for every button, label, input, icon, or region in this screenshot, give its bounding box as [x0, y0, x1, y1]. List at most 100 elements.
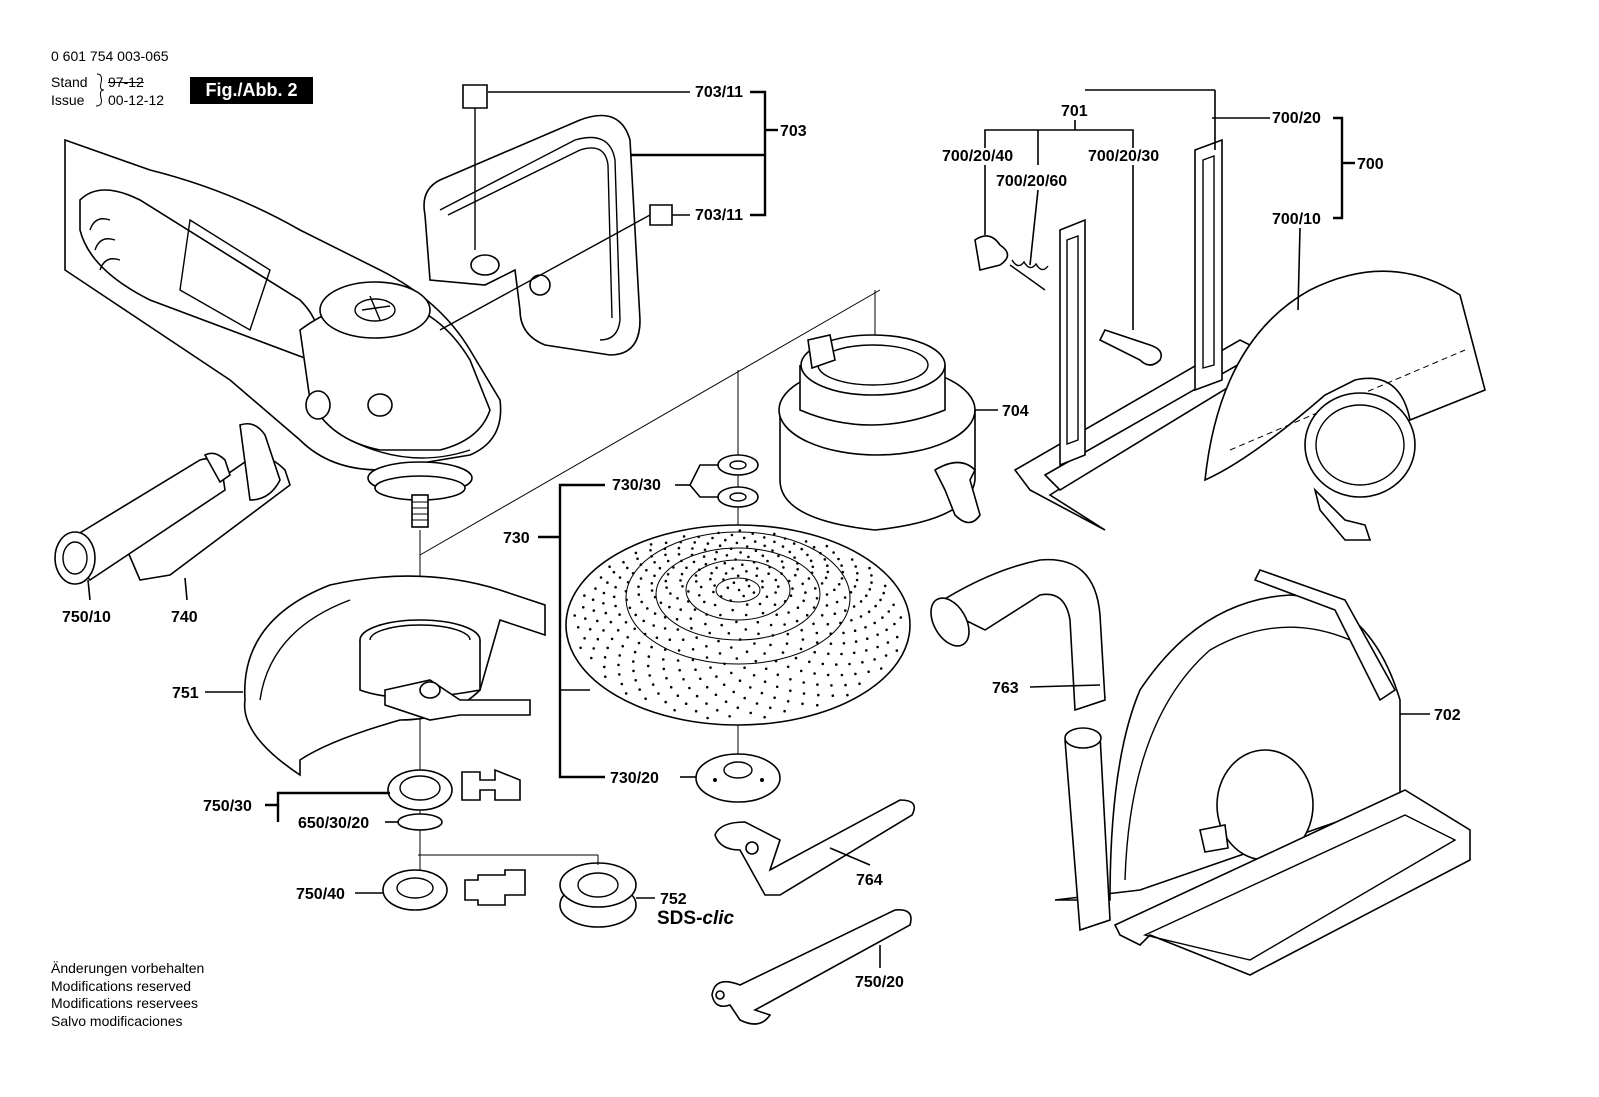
disc-hole: [653, 612, 657, 615]
disc-hole: [744, 628, 748, 631]
disc-hole: [745, 570, 748, 573]
disc-hole: [783, 600, 787, 603]
disc-hole: [604, 611, 608, 615]
disc-hole: [820, 582, 824, 585]
disc-hole: [789, 689, 792, 692]
disc-hole: [796, 606, 800, 609]
disc-hole: [731, 608, 734, 612]
disc-hole: [637, 593, 641, 596]
disc-hole: [780, 560, 784, 563]
sds-clic-suffix: clic: [702, 908, 734, 929]
callout-703-11-top: 703/11: [695, 84, 743, 101]
disc-hole: [800, 628, 803, 632]
disc-hole: [631, 572, 635, 575]
disc-hole: [830, 684, 833, 687]
disc-hole: [895, 649, 899, 652]
disc-hole: [626, 581, 630, 584]
cutting-guard-702: [1054, 569, 1471, 976]
callout-751: 751: [172, 685, 199, 702]
disc-hole: [620, 682, 624, 686]
disc-hole: [752, 560, 756, 564]
disc-hole: [657, 692, 660, 695]
disc-hole: [879, 598, 882, 602]
disc-hole: [810, 571, 814, 575]
disc-hole: [695, 636, 698, 639]
disc-hole: [764, 667, 768, 670]
sds-clic-prefix: SDS-: [657, 908, 702, 929]
disc-hole: [837, 583, 841, 586]
disc-hole: [626, 636, 629, 639]
disc-hole: [703, 548, 707, 552]
disc-hole: [688, 686, 691, 690]
disc-hole: [850, 619, 853, 622]
disc-hole: [817, 693, 820, 697]
disc-hole: [666, 559, 670, 563]
disc-hole: [690, 553, 694, 557]
disc-hole: [854, 672, 857, 676]
disc-hole: [634, 679, 637, 682]
disc-hole: [773, 540, 776, 544]
disc-hole: [609, 620, 613, 624]
disc-hole: [754, 549, 758, 553]
disc-hole: [612, 570, 616, 574]
disc-hole: [806, 553, 809, 557]
disc-hole: [777, 585, 780, 588]
disc-hole: [749, 711, 752, 715]
disc-hole: [723, 561, 727, 565]
disc-hole: [745, 545, 749, 548]
callout-704: 704: [1002, 403, 1029, 420]
disc-hole: [618, 613, 621, 616]
disc-hole: [645, 568, 648, 572]
disc-hole: [734, 558, 737, 561]
disc-hole: [634, 551, 638, 555]
disc-hole: [874, 604, 877, 608]
disc-hole: [694, 574, 698, 577]
disc-hole: [606, 581, 609, 584]
disc-hole: [884, 654, 888, 657]
disc-hole: [573, 614, 576, 617]
disc-hole: [769, 623, 773, 627]
disc-hole: [812, 545, 816, 549]
disc-hole: [594, 587, 597, 590]
disc-hole: [705, 702, 708, 705]
disclaimer-notes: Änderungen vorbehalten Modifications res…: [51, 960, 204, 1030]
disc-hole: [725, 554, 729, 557]
disc-hole: [899, 616, 903, 619]
disc-hole: [747, 555, 750, 559]
disc-hole: [663, 616, 667, 619]
disc-hole: [693, 608, 697, 611]
disc-hole: [742, 594, 745, 598]
disc-hole: [651, 683, 655, 686]
disc-hole: [859, 600, 863, 603]
disc-hole: [735, 541, 739, 545]
disc-hole: [602, 602, 605, 605]
disc-hole: [829, 632, 832, 635]
disc-hole: [676, 694, 680, 697]
disc-hole: [576, 626, 580, 629]
disc-hole: [659, 601, 663, 605]
disc-hole: [610, 637, 614, 641]
disc-hole: [682, 678, 685, 681]
disc-hole: [718, 652, 722, 655]
disc-hole: [843, 596, 847, 599]
disc-hole: [812, 606, 816, 609]
disc-hole: [868, 566, 871, 570]
disc-hole: [867, 610, 871, 613]
disc-hole: [715, 675, 718, 678]
callout-750-30: 750/30: [203, 798, 252, 815]
disc-hole: [672, 566, 675, 569]
disc-hole: [879, 667, 883, 670]
disc-hole: [815, 597, 819, 600]
disc-hole: [742, 536, 746, 540]
disc-hole: [781, 545, 785, 548]
disc-hole: [596, 637, 600, 641]
disc-hole: [650, 589, 654, 592]
callout-752: 752: [660, 891, 687, 908]
disc-hole: [579, 646, 582, 650]
disc-hole: [787, 611, 790, 614]
disc-hole: [632, 669, 635, 673]
disc-hole: [715, 566, 718, 570]
disc-hole: [618, 576, 622, 579]
callout-750-40: 750/40: [296, 886, 345, 903]
disc-hole: [722, 578, 725, 581]
